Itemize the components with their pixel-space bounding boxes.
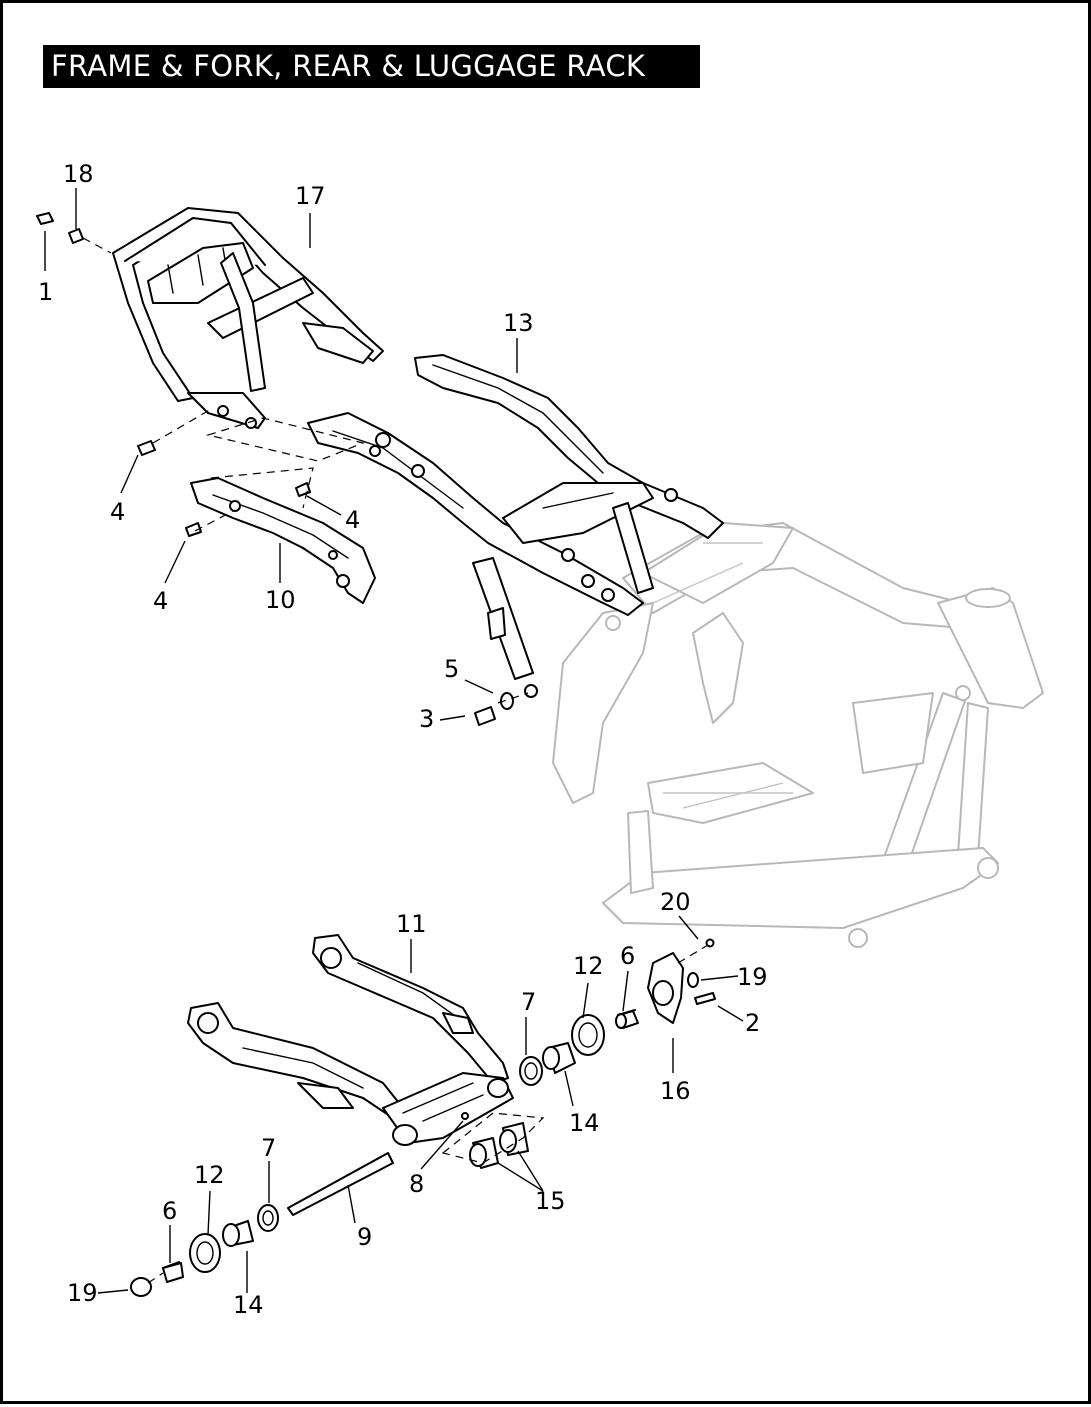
pivot-hardware-right (519, 938, 716, 1086)
exploded-parts-diagram: 18 1 17 13 4 4 4 10 5 3 11 20 6 12 19 7 … (36, 160, 1044, 1319)
callout-7-right: 7 (521, 988, 536, 1016)
callout-4-right: 4 (345, 506, 360, 534)
callout-9: 9 (357, 1223, 372, 1251)
callout-18: 18 (63, 160, 94, 188)
callout-11: 11 (396, 910, 427, 938)
callout-12-right: 12 (573, 952, 604, 980)
callout-labels: 18 1 17 13 4 4 4 10 5 3 11 20 6 12 19 7 … (38, 160, 768, 1319)
swingarm (187, 934, 514, 1146)
callout-2: 2 (745, 1009, 760, 1037)
callout-4-upper-left: 4 (110, 498, 125, 526)
callout-4-lower-left: 4 (153, 587, 168, 615)
callout-19-right: 19 (737, 963, 768, 991)
callout-1: 1 (38, 278, 53, 306)
callout-5: 5 (444, 655, 459, 683)
callout-19-left: 19 (67, 1279, 98, 1307)
callout-15: 15 (535, 1187, 566, 1215)
callout-8: 8 (409, 1170, 424, 1198)
fender-support-cover (190, 477, 376, 604)
callout-6-right: 6 (620, 942, 635, 970)
phantom-lines (82, 237, 709, 1284)
rear-frame-assembly (307, 354, 724, 698)
leader-lines (44, 188, 744, 1294)
pivot-hardware-left (130, 1112, 529, 1297)
luggage-rack (112, 207, 384, 429)
main-frame-ghost (552, 522, 1044, 948)
callout-14-right: 14 (569, 1109, 600, 1137)
callout-20: 20 (660, 888, 691, 916)
callout-10: 10 (265, 586, 296, 614)
callout-14-left: 14 (233, 1291, 264, 1319)
callout-6-left: 6 (162, 1197, 177, 1225)
callout-16: 16 (660, 1077, 691, 1105)
small-fasteners (36, 212, 636, 1269)
callout-7-left: 7 (261, 1134, 276, 1162)
callout-13: 13 (503, 309, 534, 337)
callout-17: 17 (295, 182, 326, 210)
page-title: FRAME & FORK, REAR & LUGGAGE RACK (43, 45, 700, 88)
callout-12-left: 12 (194, 1161, 225, 1189)
callout-3: 3 (419, 705, 434, 733)
